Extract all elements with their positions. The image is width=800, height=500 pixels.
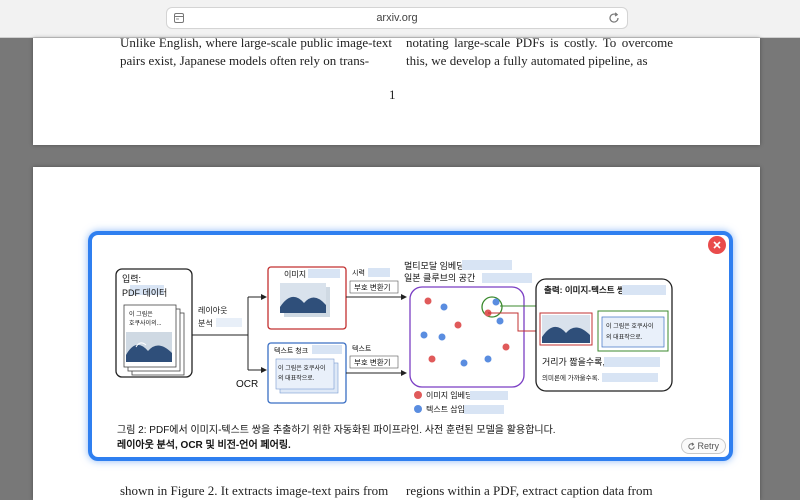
page2-left-column: shown in Figure 2. It extracts image-tex… <box>120 483 389 498</box>
close-icon <box>713 241 721 249</box>
embedding-space <box>409 286 525 388</box>
doc-text-1: 이 그림은 <box>129 310 153 318</box>
pipeline-diagram: 입력: PDF 데이터 이 그림은 호쿠사이의... 레이아웃 분석 OCR 이… <box>115 260 673 414</box>
chunk-text-1: 이 그림은 호쿠사이 <box>278 364 326 372</box>
chunk-text-2: 의 대표작으로. <box>278 374 315 382</box>
embedding-title: 멀티모달 임베딩 <box>404 260 464 271</box>
legend-text-dot <box>414 405 422 413</box>
image-box-label: 이미지 <box>284 269 306 279</box>
browser-toolbar: arxiv.org <box>0 0 800 38</box>
legend-text-label: 텍스트 삽입 <box>426 404 465 414</box>
output-text-2: 의 대표작으로. <box>606 333 643 341</box>
legend-image-label: 이미지 임베딩 <box>426 390 472 400</box>
matched-pair-circle <box>481 296 503 318</box>
output-label: 출력: 이미지-텍스트 쌍 <box>544 285 625 295</box>
page1-right-column: notating large-scale PDFs is costly. To … <box>406 35 673 68</box>
pdf-page-1: Unlike English, where large-scale public… <box>33 35 760 145</box>
output-caption-2: 의미론에 가까울수록. <box>542 373 600 382</box>
input-sublabel: PDF 데이터 <box>122 288 167 298</box>
caption-line-1: 그림 2: PDF에서 이미지-텍스트 쌍을 추출하기 위한 자동화된 파이프라… <box>117 425 556 436</box>
vision-encoder-label: 시력 <box>352 269 365 277</box>
page1-left-column: Unlike English, where large-scale public… <box>120 35 392 68</box>
address-bar[interactable]: arxiv.org <box>166 7 628 29</box>
input-label: 입력: <box>122 273 141 284</box>
reload-icon[interactable] <box>607 11 621 25</box>
doc-text-2: 호쿠사이의... <box>129 319 162 327</box>
sidebar-icon[interactable] <box>174 13 184 23</box>
legend-image-dot <box>414 391 422 399</box>
layout-sublabel: 분석 <box>198 318 213 328</box>
text-encoder-sublabel: 부호 변환기 <box>354 357 391 367</box>
retry-icon <box>688 442 695 450</box>
text-chunk-label: 텍스트 청크 <box>274 346 309 355</box>
page-number: 1 <box>389 87 396 102</box>
text-encoder-label: 텍스트 <box>352 344 372 353</box>
url-text: arxiv.org <box>376 12 418 24</box>
vision-encoder-sublabel: 부호 변환기 <box>354 282 391 292</box>
layout-label: 레이아웃 <box>198 305 227 315</box>
output-text-1: 이 그림은 호쿠사이 <box>606 322 654 330</box>
embedding-subtitle: 일본 클루브의 공간 <box>404 273 475 283</box>
figure-caption: 그림 2: PDF에서 이미지-텍스트 쌍을 추출하기 위한 자동화된 파이프라… <box>117 423 677 453</box>
page2-right-column: regions within a PDF, extract caption da… <box>406 483 653 498</box>
ocr-label: OCR <box>236 379 258 390</box>
output-caption-1: 거리가 짧을수록, <box>542 356 605 367</box>
close-button[interactable] <box>708 236 726 254</box>
caption-line-2: 레이아웃 분석, OCR 및 비전-언어 페어링. <box>117 440 291 451</box>
retry-label: Retry <box>697 441 719 451</box>
retry-button[interactable]: Retry <box>681 438 726 454</box>
